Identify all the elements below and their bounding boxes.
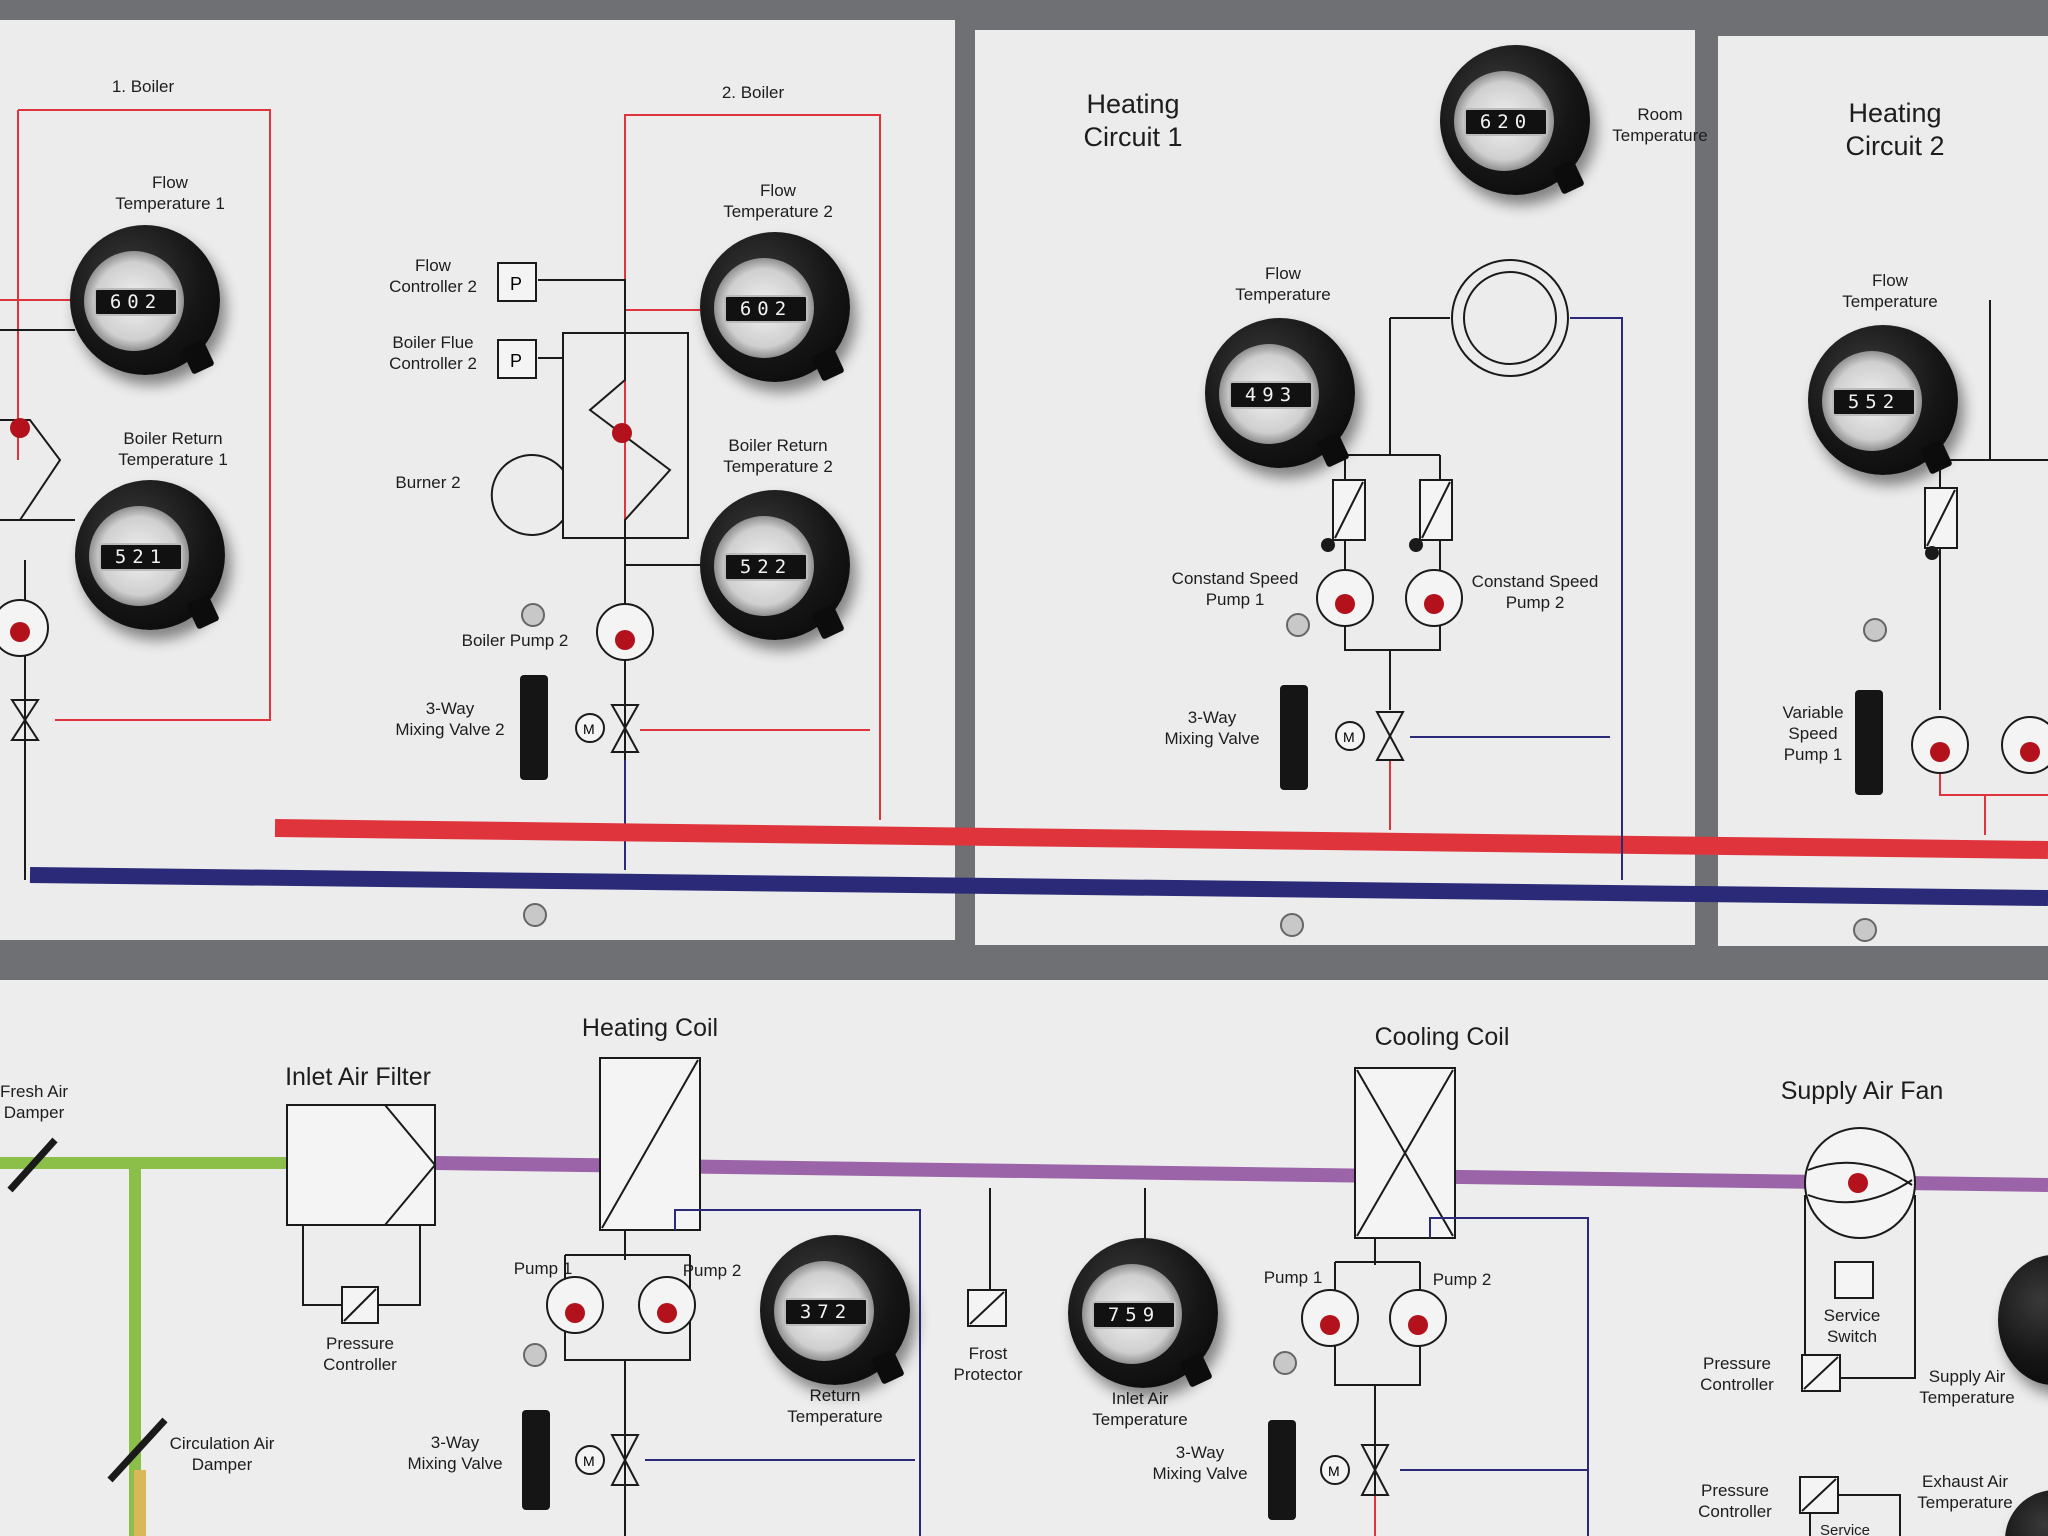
return-temp-1-label: Boiler Return Temperature 1 xyxy=(118,429,228,469)
inlet-air-temperature-label: Inlet Air Temperature xyxy=(1092,1389,1188,1429)
knob-dial: 372 xyxy=(774,1261,874,1361)
svg-text:M: M xyxy=(1328,1463,1340,1479)
room-temperature-knob[interactable]: 620 xyxy=(1440,45,1590,195)
filter-pressure-controller-label: Pressure Controller xyxy=(323,1334,397,1374)
knob-dial: 759 xyxy=(1082,1264,1182,1364)
heating-circuit-2-panel xyxy=(1718,36,2048,946)
return-temp-2-counter: 522 xyxy=(724,553,808,581)
circulation-air-damper-label: Circulation Air Damper xyxy=(169,1434,275,1474)
flow-controller-2-label: Flow Controller 2 xyxy=(389,256,477,296)
room-temp-counter: 620 xyxy=(1464,108,1548,136)
heating-circuit-2-title: Heating Circuit 2 xyxy=(1845,98,1945,161)
flow-temp-2-label: Flow Temperature 2 xyxy=(723,181,833,221)
exhaust-air-temperature-label: Exhaust Air Temperature xyxy=(1917,1472,2013,1512)
inlet-air-filter-title: Inlet Air Filter xyxy=(285,1063,431,1091)
hc2-flow-temp-counter: 552 xyxy=(1832,388,1916,416)
return-temperature-1-knob[interactable]: 521 xyxy=(75,480,225,630)
supply-air-temperature-label: Supply Air Temperature xyxy=(1919,1367,2015,1407)
led-bar-indicator xyxy=(522,1410,550,1510)
hc2-flow-temp-label: Flow Temperature xyxy=(1842,271,1938,311)
knob-dial: 602 xyxy=(714,258,814,358)
heating-coil-pump-2-label: Pump 2 xyxy=(682,1261,742,1280)
boiler-1-title: 1. Boiler xyxy=(111,77,175,96)
service-switch-label: Service Switch xyxy=(1823,1306,1881,1346)
flow-temp-2-counter: 602 xyxy=(724,295,808,323)
svg-text:M: M xyxy=(1343,729,1355,745)
knob-dial: 493 xyxy=(1219,344,1319,444)
fresh-air-damper-label: Fresh Air Damper xyxy=(0,1082,69,1122)
knob-dial: 620 xyxy=(1454,71,1554,171)
pump-symbols xyxy=(0,418,2048,1347)
knob-dial: 552 xyxy=(1822,351,1922,451)
cooling-coil-pump-1-label: Pump 1 xyxy=(1263,1268,1323,1287)
knob-dial: 602 xyxy=(84,251,184,351)
hc2-flow-temperature-knob[interactable]: 552 xyxy=(1808,325,1958,475)
return-temp-1-counter: 521 xyxy=(99,543,183,571)
cooling-coil-valve-label: 3-Way Mixing Valve xyxy=(1152,1443,1248,1483)
cooling-coil-pump-2-label: Pump 2 xyxy=(1432,1270,1492,1289)
svg-text:M: M xyxy=(583,1453,595,1469)
flow-temp-1-label: Flow Temperature 1 xyxy=(115,173,225,213)
return-temperature-knob[interactable]: 372 xyxy=(760,1235,910,1385)
hc1-flow-temp-counter: 493 xyxy=(1229,381,1313,409)
return-temp-counter: 372 xyxy=(784,1298,868,1326)
heating-coil-valve-label: 3-Way Mixing Valve xyxy=(407,1433,503,1473)
flow-temp-1-counter: 602 xyxy=(94,288,178,316)
hc1-flow-temp-label: Flow Temperature xyxy=(1235,264,1331,304)
svg-text:P: P xyxy=(510,351,522,371)
heating-coil-title: Heating Coil xyxy=(581,1014,719,1042)
cooling-coil-title: Cooling Coil xyxy=(1374,1023,1510,1051)
flow-temperature-2-knob[interactable]: 602 xyxy=(700,232,850,382)
hc1-mixing-valve-label: 3-Way Mixing Valve xyxy=(1164,708,1260,748)
svg-text:M: M xyxy=(583,721,595,737)
mounting-screws xyxy=(521,603,1887,1375)
frost-protector-label: Frost Protector xyxy=(953,1344,1023,1384)
hc1-flow-temperature-knob[interactable]: 493 xyxy=(1205,318,1355,468)
led-bar-indicator xyxy=(1855,690,1883,795)
heating-coil-pump-1-label: Pump 1 xyxy=(513,1259,573,1278)
knob-dial: 522 xyxy=(714,516,814,616)
return-temperature-label: Return Temperature xyxy=(787,1386,883,1426)
variable-speed-pump-label: Variable Speed Pump 1 xyxy=(1782,703,1844,764)
led-bar-indicator xyxy=(1268,1420,1296,1520)
service-partial-label: Service xyxy=(1819,1522,1871,1536)
knob-dial: 521 xyxy=(89,506,189,606)
led-bar-indicator xyxy=(1280,685,1308,790)
inlet-temp-counter: 759 xyxy=(1092,1301,1176,1329)
return-temperature-2-knob[interactable]: 522 xyxy=(700,490,850,640)
inlet-air-temperature-knob[interactable]: 759 xyxy=(1068,1238,1218,1388)
burner-2-label: Burner 2 xyxy=(395,473,461,492)
boiler-2-title: 2. Boiler xyxy=(721,83,785,102)
constant-speed-pump-1-label: Constand Speed Pump 1 xyxy=(1171,569,1299,609)
svg-text:P: P xyxy=(510,274,522,294)
boiler-pump-2-label: Boiler Pump 2 xyxy=(461,631,569,650)
supply-air-fan-title: Supply Air Fan xyxy=(1780,1077,1944,1105)
led-bar-indicator xyxy=(520,675,548,780)
mixing-valve-2-label: 3-Way Mixing Valve 2 xyxy=(395,699,505,739)
room-temp-label: Room Temperature xyxy=(1612,105,1708,145)
heating-circuit-1-title: Heating Circuit 1 xyxy=(1083,89,1183,152)
boiler-flue-controller-2-label: Boiler Flue Controller 2 xyxy=(389,333,477,373)
fan-pressure-controller-label: Pressure Controller xyxy=(1700,1354,1774,1394)
air-handling-panel xyxy=(0,980,2048,1536)
lower-pressure-controller-label: Pressure Controller xyxy=(1698,1481,1772,1521)
flow-temperature-1-knob[interactable]: 602 xyxy=(70,225,220,375)
return-temp-2-label: Boiler Return Temperature 2 xyxy=(723,436,833,476)
constant-speed-pump-2-label: Constand Speed Pump 2 xyxy=(1471,572,1599,612)
